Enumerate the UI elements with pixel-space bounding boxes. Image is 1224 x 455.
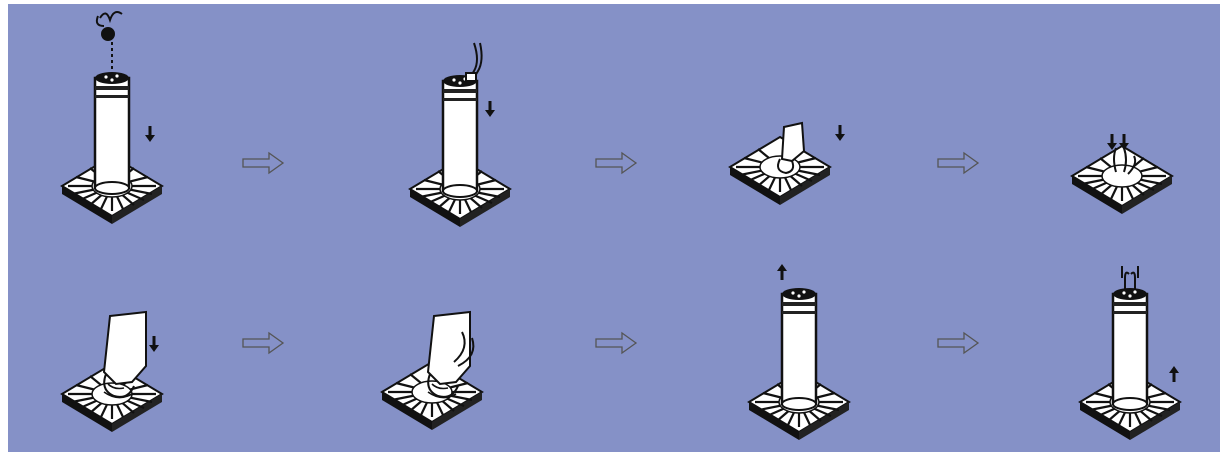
diagram-background (8, 4, 1220, 452)
step-8-bollard-with-hook-installed (1078, 266, 1182, 442)
step-2-bollard-cable-disconnect (408, 42, 512, 229)
installation-steps-diagram (8, 4, 1220, 452)
step-3-base-plate-hand-removing (728, 121, 845, 207)
step-4-base-plate-cables (1070, 134, 1174, 216)
step-1-bollard-with-lifting-hook (60, 11, 164, 226)
diagram-canvas (8, 4, 1220, 452)
step-6-hand-wiring-base (380, 311, 484, 432)
